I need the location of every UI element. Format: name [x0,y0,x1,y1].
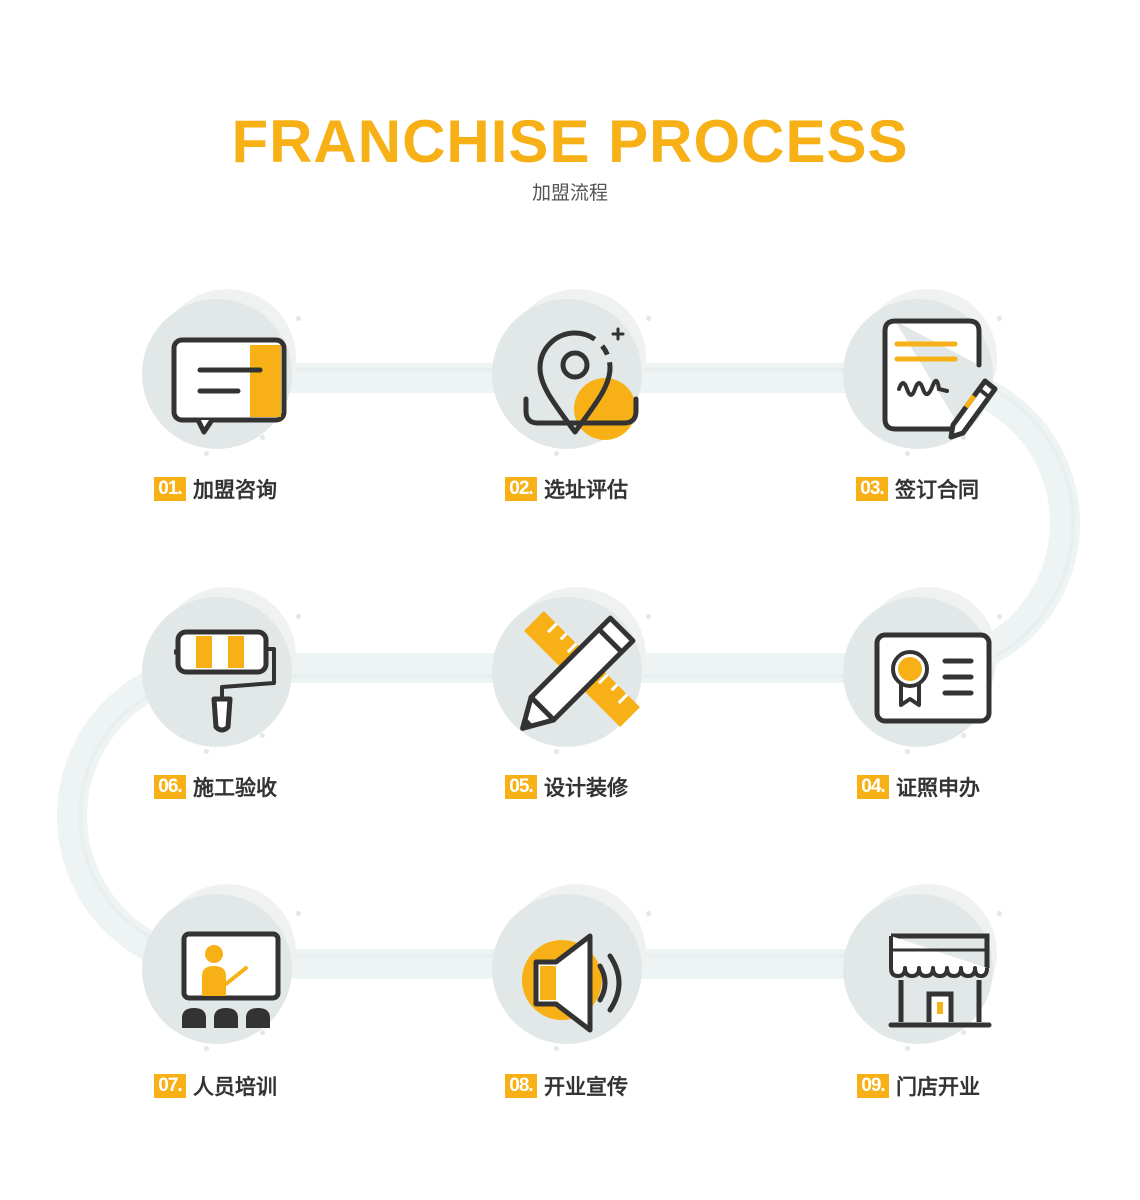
step-8-number: 08. [505,1074,537,1098]
speaker-icon [522,933,622,1033]
step-5-icon-circle [492,587,652,754]
step-9-label: 09. 门店开业 [857,1073,980,1099]
step-7-number: 07. [154,1074,186,1098]
step-8-icon-circle [492,884,652,1051]
step-6-label: 06. 施工验收 [154,774,277,800]
step-4-label: 04. 证照申办 [857,774,980,800]
step-4-name: 证照申办 [896,776,980,800]
step-2-icon-circle [492,289,652,456]
step-1-name: 加盟咨询 [193,478,277,502]
step-4-number: 04. [857,775,889,799]
step-1-icon-circle [142,289,302,456]
location-pin-icon [523,327,639,440]
page-subtitle: 加盟流程 [531,182,608,204]
step-2-name: 选址评估 [544,478,628,502]
step-9-number: 09. [857,1074,889,1098]
step-3-icon-circle [843,289,1003,456]
page-title: FRANCHISE PROCESS [231,108,909,175]
contract-sign-icon [882,318,998,440]
step-7-icon-circle [142,884,302,1051]
paint-roller-icon [174,629,276,733]
step-6-number: 06. [154,775,186,799]
step-4-icon-circle [843,587,1003,754]
step-2-number: 02. [505,477,537,501]
step-8-name: 开业宣传 [544,1075,628,1099]
step-6-icon-circle [142,587,302,754]
step-5-number: 05. [505,775,537,799]
step-1-label: 01. 加盟咨询 [154,476,277,502]
step-3-number: 03. [856,477,888,501]
storefront-icon [888,933,992,1028]
license-card-icon [874,632,992,724]
step-3-label: 03. 签订合同 [856,476,979,502]
step-2-label: 02. 选址评估 [505,476,628,502]
pencil-ruler-icon [520,611,640,731]
step-3-name: 签订合同 [895,478,979,502]
step-7-name: 人员培训 [193,1075,277,1099]
step-5-label: 05. 设计装修 [505,774,628,800]
training-board-icon [181,931,281,1028]
chat-bubble-icon [171,337,287,435]
step-9-icon-circle [843,884,1003,1051]
step-1-number: 01. [154,477,186,501]
step-5-name: 设计装修 [544,776,628,800]
step-8-label: 08. 开业宣传 [505,1073,628,1099]
step-7-label: 07. 人员培训 [154,1073,277,1099]
step-6-name: 施工验收 [193,776,277,800]
step-9-name: 门店开业 [896,1075,980,1099]
